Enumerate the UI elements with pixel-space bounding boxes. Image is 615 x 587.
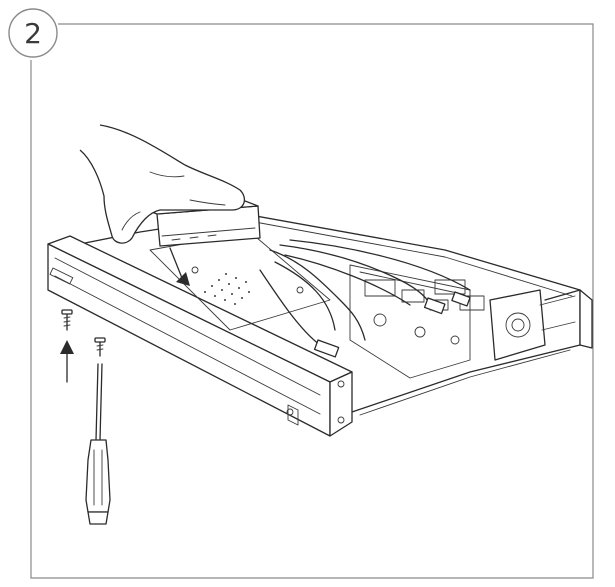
screw-icon (94, 337, 106, 357)
motherboard (349, 264, 485, 379)
down-arrow-icon (169, 247, 190, 286)
hand-illustration (79, 124, 246, 244)
nvr-chassis (47, 214, 593, 437)
step-number: 2 (24, 17, 42, 50)
step-number-badge (8, 8, 58, 58)
power-supply-unit (489, 289, 576, 361)
up-arrow-icon (60, 340, 74, 383)
screwdriver-icon (85, 363, 111, 525)
sata-cables (259, 239, 471, 358)
step-frame: 2 (8, 8, 594, 579)
screw-icon (61, 309, 73, 331)
